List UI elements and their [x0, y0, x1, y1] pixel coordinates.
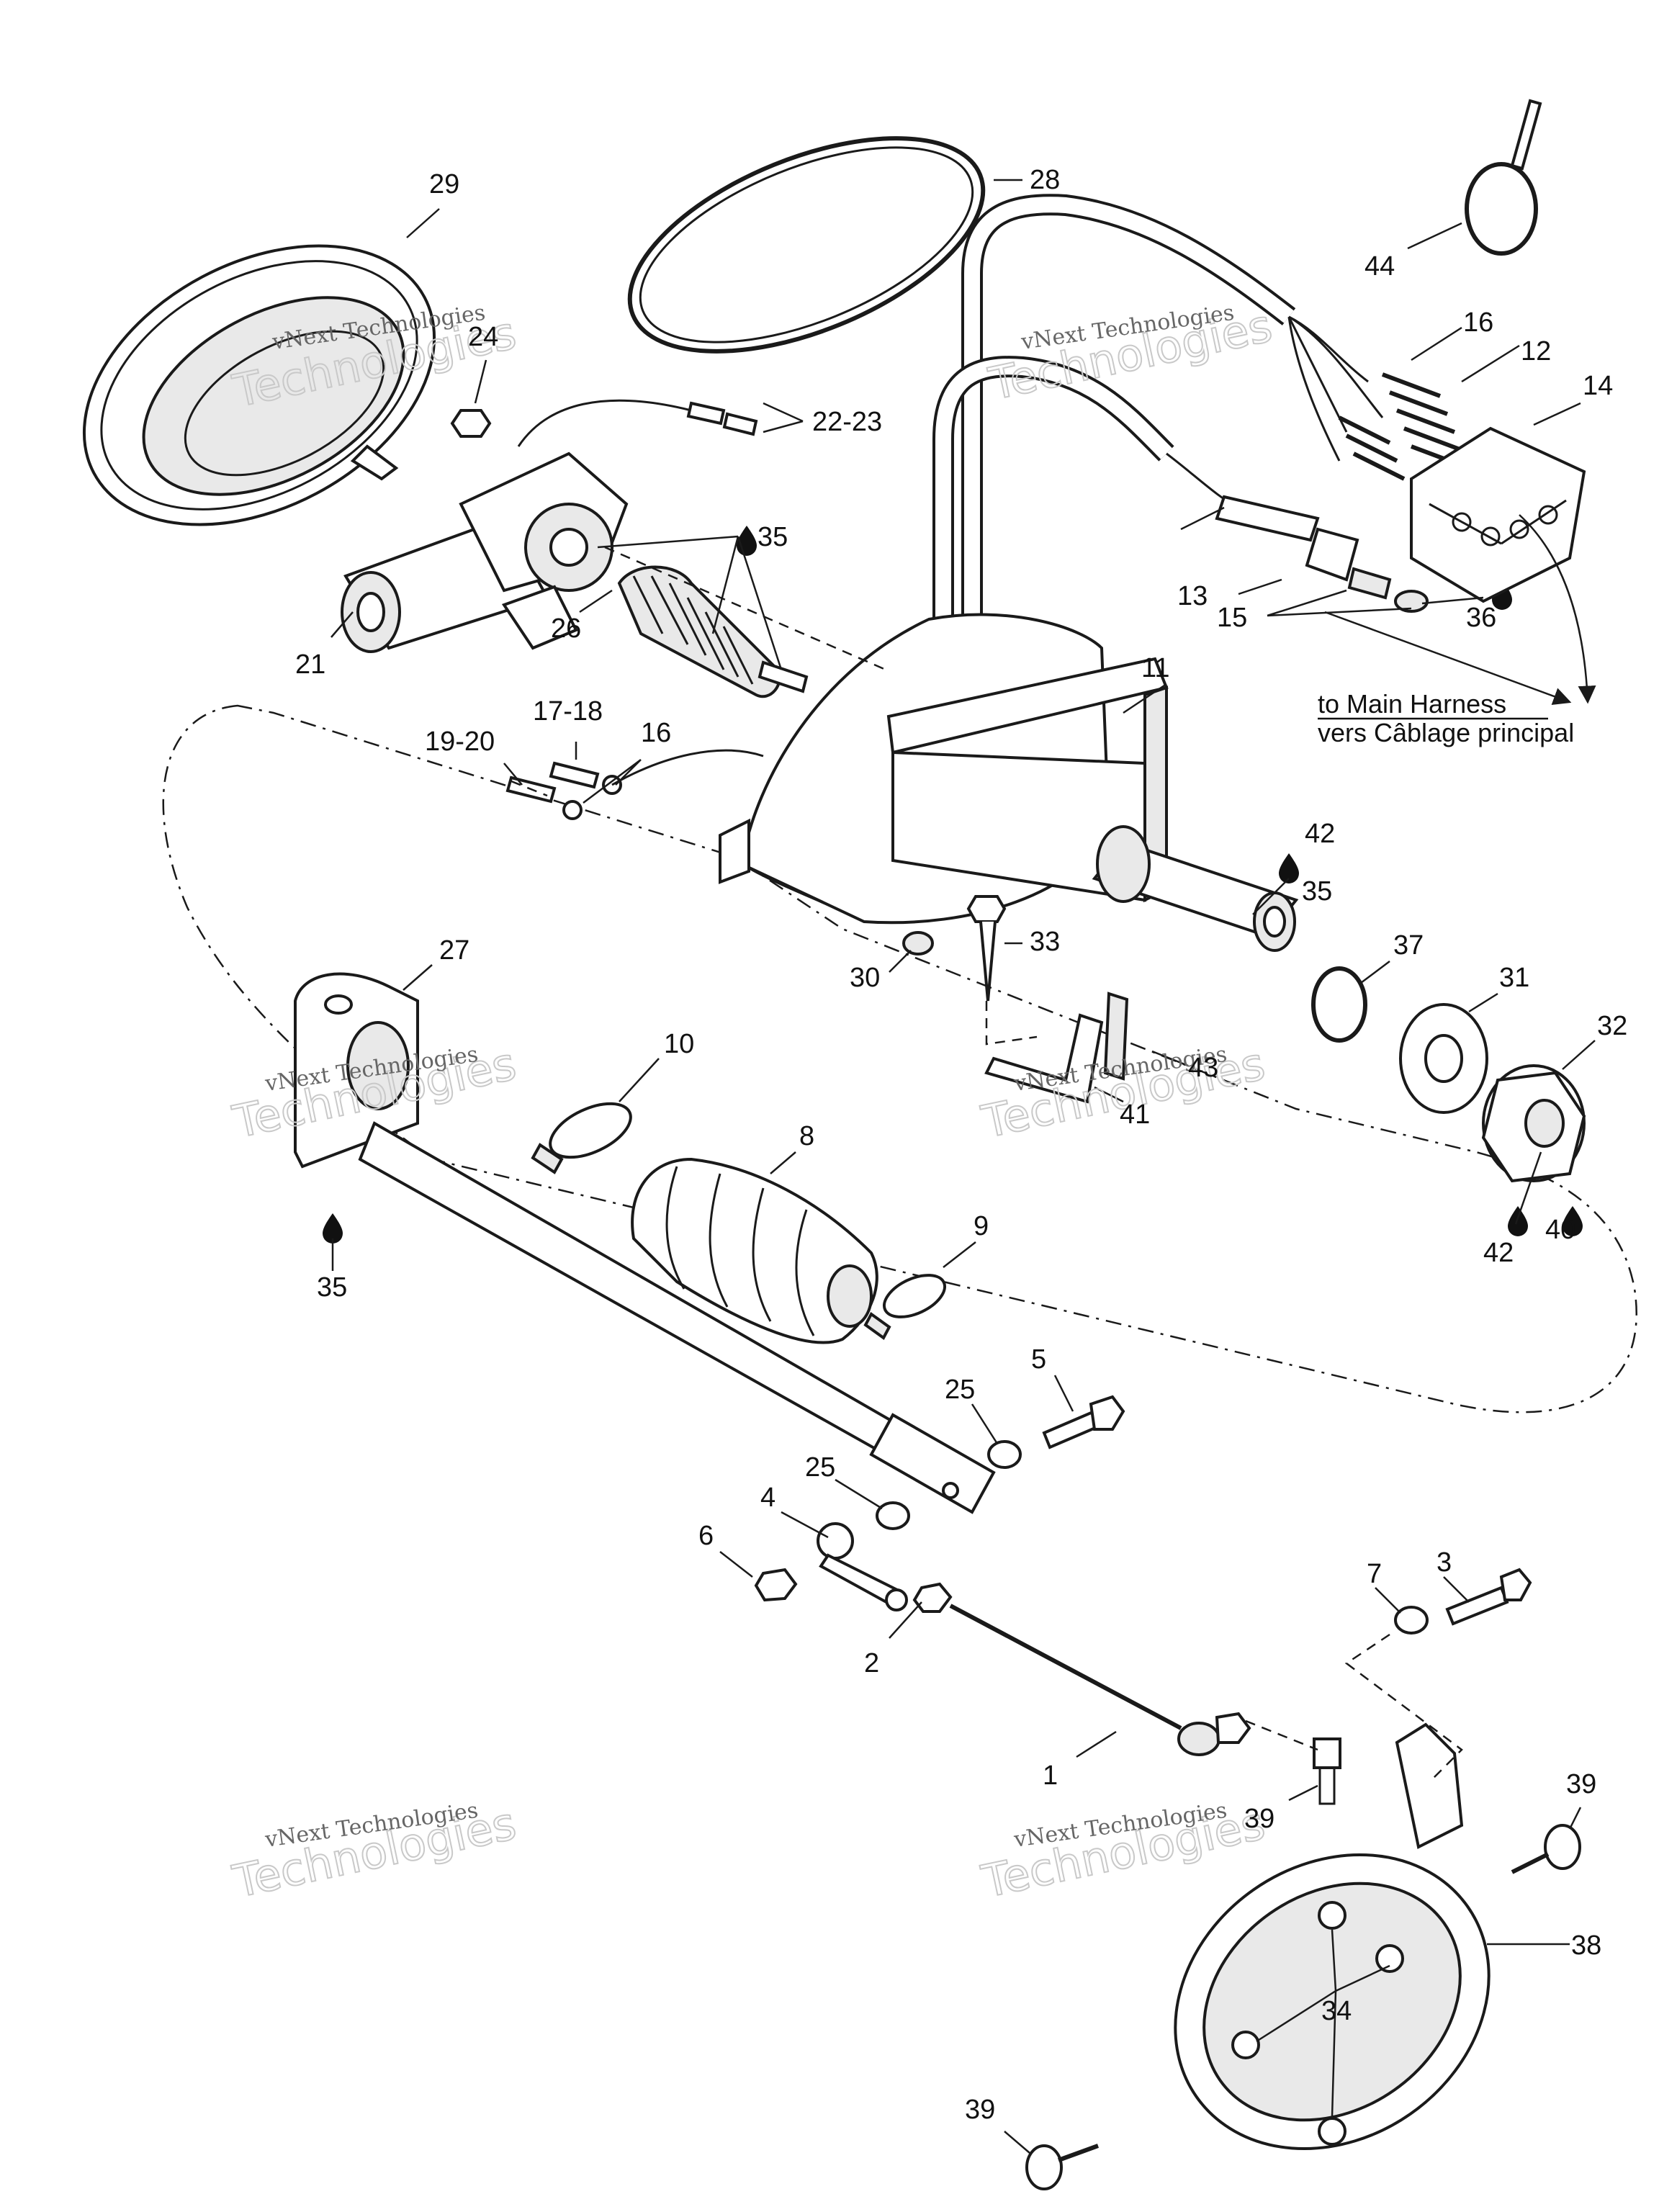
drive-shaft-part: [358, 1121, 996, 1514]
drive-motor-part: [341, 451, 629, 653]
part-number-label: 34: [1321, 1996, 1352, 2026]
assembly-guide-lines: [511, 546, 1463, 1779]
part-number-label: 31: [1499, 963, 1529, 993]
part-number-label: 35: [317, 1272, 347, 1303]
bolt-part: [1445, 1568, 1532, 1626]
part-number-label: 3: [1437, 1547, 1452, 1578]
part-number-label: 22-23: [812, 407, 882, 437]
socket-screw-part: [1511, 1824, 1581, 1874]
o-ring-part: [1311, 966, 1367, 1043]
bolt-part: [1042, 1395, 1125, 1449]
harness-note: to Main Harness vers Câblage principal: [1318, 689, 1574, 747]
hex-nut-part: [1481, 1064, 1586, 1183]
leader-lines: [331, 179, 1596, 2154]
connector-housing-part: [1410, 426, 1586, 603]
part-number-label: 43: [1188, 1053, 1218, 1083]
part-number-label: 42: [1305, 819, 1335, 849]
svg-text:vers Câblage principal: vers Câblage principal: [1318, 718, 1574, 747]
part-number-label: 25: [805, 1452, 835, 1483]
part-number-label: 17-18: [533, 696, 603, 727]
nut-part: [754, 1568, 798, 1602]
watermark: Technologies vNext Technologies: [976, 1796, 1270, 1908]
part-number-label: 21: [295, 649, 325, 680]
cable-tie-part: [1465, 99, 1542, 256]
part-number-label: 35: [1302, 876, 1332, 907]
washer-part: [1399, 1003, 1488, 1114]
part-number-label: 9: [974, 1211, 989, 1241]
part-number-label: 25: [945, 1375, 975, 1405]
clamp-block-part: [294, 972, 419, 1169]
watermark: Technologies vNext Technologies: [228, 1796, 521, 1908]
rod-end-part: [817, 1522, 908, 1611]
nut-part: [450, 409, 492, 438]
nut-part: [912, 1582, 953, 1613]
wire-harness-tubes: [932, 194, 1384, 691]
connector-pins-part: [1338, 372, 1470, 481]
oval-cover-part: [82, 244, 436, 526]
part-number-label: 16: [1463, 307, 1493, 338]
hose-clamp-part: [863, 1274, 947, 1340]
washer-part: [987, 1440, 1022, 1469]
part-number-label: 42: [1483, 1238, 1514, 1268]
screw-part: [966, 895, 1007, 1002]
hose-clamp-part: [531, 1102, 632, 1174]
socket-screw-part: [1025, 2144, 1100, 2190]
part-number-label: 35: [757, 522, 788, 552]
part-number-label: 26: [551, 613, 581, 644]
part-number-label: 40: [1545, 1215, 1575, 1245]
part-number-label: 28: [1030, 165, 1060, 195]
part-number-label: 36: [1466, 603, 1496, 633]
part-number-label: 19-20: [425, 727, 495, 757]
control-cable-part: [949, 1604, 1251, 1756]
washer-part: [1394, 1606, 1429, 1635]
mounting-bracket-part: [1174, 1722, 1491, 2151]
part-number-label: 12: [1521, 336, 1551, 367]
part-number-label: 7: [1367, 1559, 1382, 1589]
part-number-label: 41: [1120, 1100, 1150, 1130]
small-connector-part: [1215, 495, 1429, 613]
socket-screw-part: [1313, 1737, 1341, 1805]
bellows-boot-part: [631, 1157, 878, 1344]
part-number-label: 32: [1597, 1011, 1627, 1041]
part-number-label: 5: [1031, 1344, 1046, 1375]
small-fittings-part: [505, 749, 764, 820]
watermark: Technologies vNext Technologies: [984, 298, 1277, 410]
part-number-label: 10: [664, 1029, 694, 1059]
part-callouts: 29 24 22-23 28 44 16 12 14 35 21 26 13 1…: [295, 165, 1627, 2125]
part-number-label: 44: [1364, 251, 1395, 282]
part-number-label: 8: [799, 1121, 814, 1151]
part-number-label: 16: [641, 718, 671, 748]
part-number-label: 29: [429, 169, 459, 199]
part-number-label: 39: [1244, 1804, 1274, 1834]
grommet-part: [902, 931, 934, 956]
washer-part: [876, 1501, 910, 1530]
part-number-label: 4: [760, 1483, 775, 1513]
terminal-part: [517, 399, 758, 447]
loop-seal-part: [627, 136, 986, 354]
bracket-part: [984, 992, 1129, 1104]
part-number-label: 30: [850, 963, 880, 993]
output-shaft-part: [1092, 825, 1299, 952]
controller-box-part: [719, 613, 1169, 925]
part-number-label: 11: [1141, 653, 1169, 683]
part-number-label: 14: [1583, 371, 1613, 401]
part-number-label: 1: [1043, 1761, 1058, 1791]
assembly-loop-outline: [162, 704, 1637, 1413]
part-number-label: 24: [468, 322, 498, 352]
part-number-label: 38: [1571, 1930, 1601, 1961]
worm-gear-part: [617, 565, 809, 698]
part-number-label: 2: [864, 1648, 879, 1678]
part-number-label: 13: [1177, 581, 1208, 611]
part-number-label: 27: [439, 935, 469, 966]
part-number-label: 15: [1217, 603, 1247, 633]
svg-text:to Main Harness: to Main Harness: [1318, 689, 1506, 719]
part-number-label: 33: [1030, 927, 1060, 957]
harness-arrows: [1324, 514, 1596, 705]
part-number-label: 37: [1393, 930, 1424, 961]
part-number-label: 6: [698, 1521, 714, 1551]
part-number-label: 39: [1566, 1769, 1596, 1799]
part-number-label: 39: [965, 2095, 995, 2125]
